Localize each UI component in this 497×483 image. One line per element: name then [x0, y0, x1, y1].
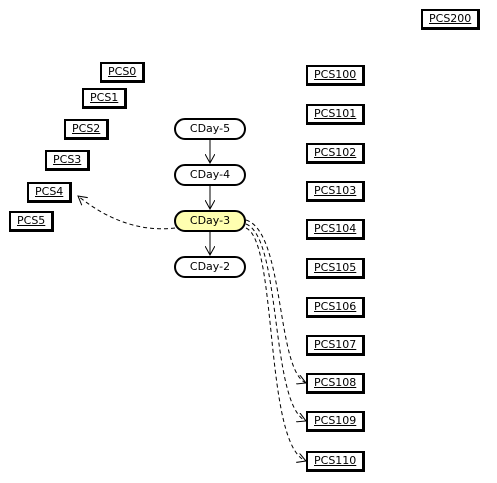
pcs107-node[interactable]: PCS107 — [306, 335, 366, 356]
cday-5-node[interactable]: CDay-5 — [174, 118, 246, 140]
edge-cday3-pcs108 — [245, 219, 306, 383]
pcs100-node[interactable]: PCS100 — [306, 65, 366, 86]
pcs3-node[interactable]: PCS3 — [45, 150, 91, 171]
pcs5-node[interactable]: PCS5 — [9, 211, 55, 232]
pcs109-node[interactable]: PCS109 — [306, 411, 366, 432]
pcs108-node[interactable]: PCS108 — [306, 373, 366, 394]
pcs0-node[interactable]: PCS0 — [100, 62, 146, 83]
pcs2-node[interactable]: PCS2 — [64, 119, 110, 140]
pcs106-node[interactable]: PCS106 — [306, 297, 366, 318]
cday-2-node[interactable]: CDay-2 — [174, 256, 246, 278]
pcs103-node[interactable]: PCS103 — [306, 181, 366, 202]
pcs102-node[interactable]: PCS102 — [306, 143, 366, 164]
cday-4-node[interactable]: CDay-4 — [174, 164, 246, 186]
edge-cday3-pcs4 — [78, 196, 176, 230]
pcs104-node[interactable]: PCS104 — [306, 219, 366, 240]
pcs4-node[interactable]: PCS4 — [27, 182, 73, 203]
edge-cday3-pcs109 — [245, 223, 306, 421]
pcs105-node[interactable]: PCS105 — [306, 258, 366, 279]
pcs1-node[interactable]: PCS1 — [82, 88, 128, 109]
cday-3-node[interactable]: CDay-3 — [174, 210, 246, 232]
pcs101-node[interactable]: PCS101 — [306, 104, 366, 125]
edge-cday3-pcs110 — [245, 227, 306, 461]
pcs110-node[interactable]: PCS110 — [306, 451, 366, 472]
pcs200-node[interactable]: PCS200 — [421, 9, 481, 30]
